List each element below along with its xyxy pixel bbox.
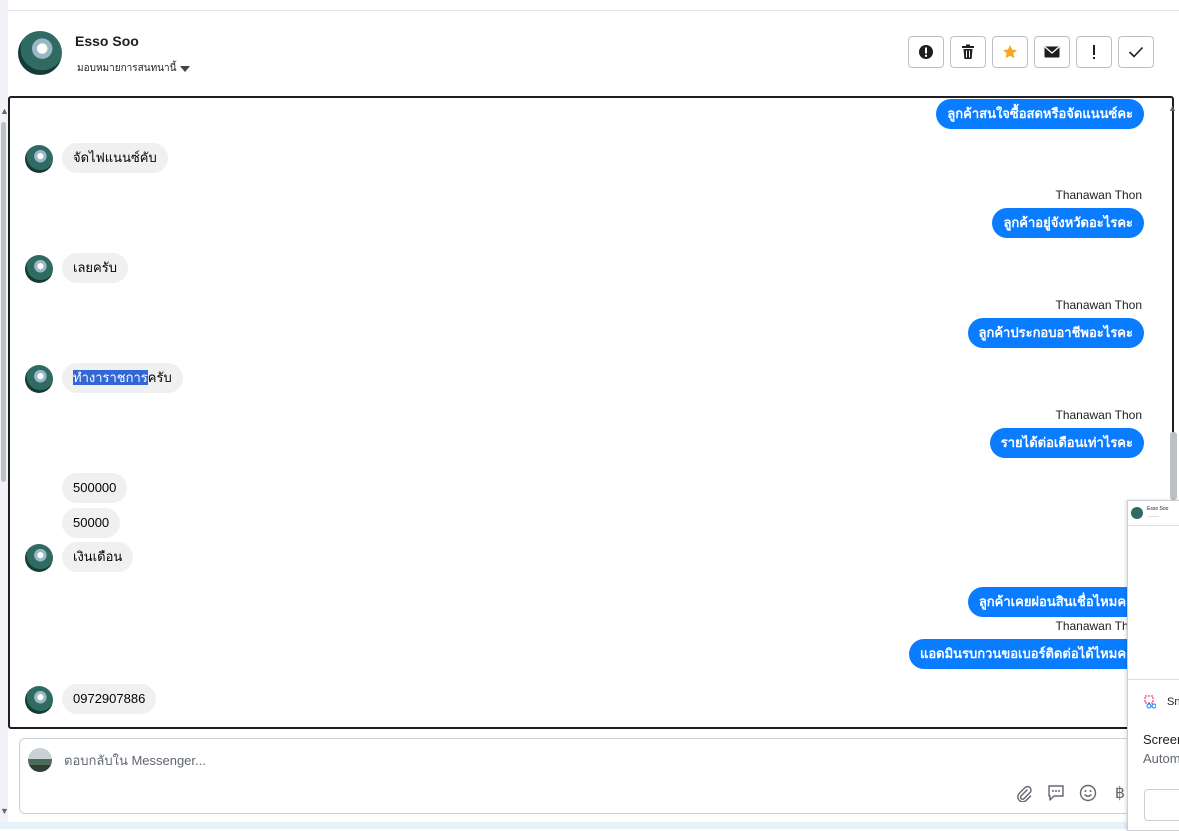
avatar xyxy=(25,145,53,173)
avatar xyxy=(25,686,53,714)
exclamation-icon xyxy=(1093,45,1095,59)
reply-composer: ฿ xyxy=(19,738,1171,814)
action-toolbar xyxy=(908,36,1154,68)
avatar[interactable] xyxy=(18,31,62,75)
popup-app-name: Sn xyxy=(1167,696,1179,708)
snipping-tool-icon xyxy=(1144,695,1156,709)
bottom-bar xyxy=(0,822,1179,829)
incoming-message[interactable]: ทำงาราชการครับ xyxy=(62,363,183,393)
selected-text: ทำงาราชการ xyxy=(73,370,148,385)
popup-thumbnail-name: Esso Soo xyxy=(1147,506,1169,512)
contact-name[interactable]: Esso Soo xyxy=(75,33,139,49)
outgoing-message[interactable]: ลูกค้าสนใจซื้อสดหรือจัดแนนซ์คะ xyxy=(936,99,1144,129)
conversation-header: Esso Soo มอบหมายการสนทนานี้ xyxy=(8,11,1179,95)
saved-reply-button[interactable] xyxy=(1046,783,1066,803)
message-thread[interactable]: ลูกค้าสนใจซื้อสดหรือจัดแนนซ์คะ จัดไฟแนนซ… xyxy=(8,96,1174,729)
outgoing-message[interactable]: รายได้ต่อเดือนเท่าไรคะ xyxy=(989,428,1144,458)
divider xyxy=(1128,525,1179,526)
done-button[interactable] xyxy=(1118,36,1154,68)
incoming-message[interactable]: 50000 xyxy=(62,508,121,538)
mark-unread-button[interactable] xyxy=(1034,36,1070,68)
trash-icon xyxy=(962,44,974,59)
incoming-message[interactable]: 0972907886 xyxy=(62,684,157,714)
scroll-down-arrow-icon[interactable]: ▼ xyxy=(0,806,9,816)
assign-label: มอบหมายการสนทนานี้ xyxy=(77,63,177,74)
paperclip-icon xyxy=(1017,785,1032,802)
attach-button[interactable] xyxy=(1014,783,1034,803)
envelope-icon xyxy=(1044,46,1060,58)
follow-up-button[interactable] xyxy=(1076,36,1112,68)
baht-icon: ฿ xyxy=(1114,785,1126,802)
emoji-button[interactable] xyxy=(1078,783,1098,803)
popup-action-button[interactable] xyxy=(1144,789,1179,821)
sender-name: Thanawan Thon xyxy=(1055,298,1142,312)
scroll-up-arrow-icon[interactable]: ▲ xyxy=(1168,103,1177,113)
sender-name: Thanawan Thon xyxy=(1055,619,1142,633)
delete-button[interactable] xyxy=(950,36,986,68)
incoming-message[interactable]: เงินเดือน xyxy=(62,542,134,572)
outgoing-message[interactable]: ลูกค้าประกอบอาชีพอะไรคะ xyxy=(967,318,1144,348)
check-icon xyxy=(1128,46,1144,58)
outgoing-message[interactable]: แอดมินรบกวนขอเบอร์ติดต่อได้ไหมคะ xyxy=(908,639,1144,669)
divider xyxy=(1128,679,1179,680)
avatar xyxy=(25,544,53,572)
right-scrollbar-thumb[interactable] xyxy=(1170,432,1177,500)
sender-name: Thanawan Thon xyxy=(1055,188,1142,202)
caret-down-icon xyxy=(180,65,191,72)
top-divider xyxy=(0,10,1179,11)
message-text: ครับ xyxy=(147,370,172,385)
avatar xyxy=(1131,507,1143,519)
left-scrollbar-thumb[interactable] xyxy=(1,122,6,482)
report-spam-button[interactable] xyxy=(908,36,944,68)
incoming-message[interactable]: จัดไฟแนนซ์คับ xyxy=(62,143,168,173)
emoji-icon xyxy=(1079,784,1097,802)
composer-actions: ฿ xyxy=(1014,779,1133,803)
assign-conversation-dropdown[interactable]: มอบหมายการสนทนานี้ xyxy=(77,61,191,76)
popup-subtitle: Autom xyxy=(1143,751,1179,766)
avatar xyxy=(25,365,53,393)
outgoing-message[interactable]: ลูกค้าอยู่จังหวัดอะไรคะ xyxy=(992,208,1144,238)
popup-title: Screen xyxy=(1143,732,1179,747)
star-button[interactable] xyxy=(992,36,1028,68)
exclamation-circle-icon xyxy=(919,45,933,59)
star-icon xyxy=(1003,45,1017,59)
saved-reply-icon xyxy=(1048,785,1064,801)
avatar xyxy=(25,255,53,283)
sender-name: Thanawan Thon xyxy=(1055,408,1142,422)
reply-input[interactable] xyxy=(64,753,964,768)
avatar xyxy=(28,748,52,772)
incoming-message[interactable]: 500000 xyxy=(62,473,128,503)
popup-thumbnail-subtitle: ——— xyxy=(1147,513,1159,518)
scroll-up-arrow-icon[interactable]: ▲ xyxy=(0,106,9,116)
outgoing-message[interactable]: ลูกค้าเคยผ่อนสินเชื่อไหมคะ xyxy=(967,587,1144,617)
screenshot-notification-popup[interactable]: Esso Soo ——— Sn Screen Autom xyxy=(1127,500,1179,831)
incoming-message[interactable]: เลยครับ xyxy=(62,253,128,283)
